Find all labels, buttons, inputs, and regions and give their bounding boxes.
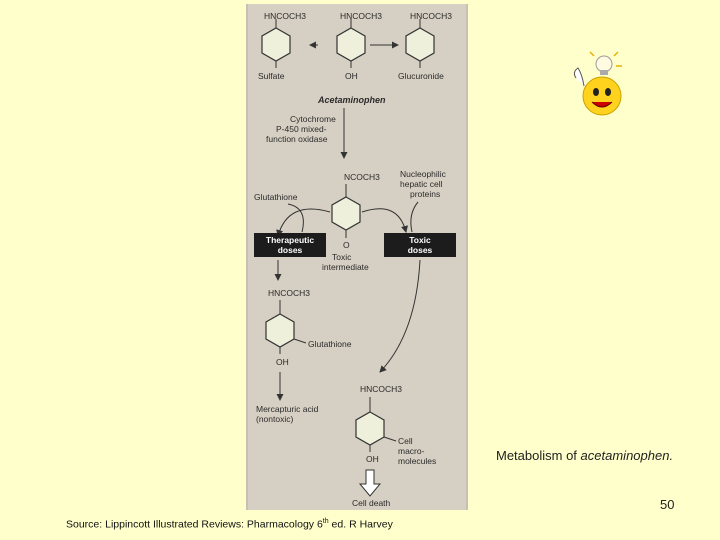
- arrow-to-cell-death: [358, 469, 382, 497]
- smiley-lightbulb-icon: [573, 51, 622, 116]
- cyp-line-3: function oxidase: [266, 134, 328, 144]
- toxic-1: Toxic: [409, 235, 431, 245]
- nucleophilic-3: proteins: [410, 189, 440, 199]
- therapeutic-1: Therapeutic: [266, 235, 314, 245]
- oxygen-label: O: [343, 240, 350, 250]
- cell-macro-3: molecules: [398, 456, 436, 466]
- toxic-2: doses: [408, 245, 433, 255]
- mercapturic-2: (nontoxic): [256, 414, 293, 424]
- source-sup: th: [322, 518, 329, 525]
- conj-top-label: HNCOCH3: [268, 288, 310, 298]
- glutathione-arrow: [287, 203, 304, 233]
- macro-oh-label: OH: [366, 454, 379, 464]
- ncoch3-label: NCOCH3: [344, 172, 380, 182]
- source-pre: Source: Lippincott Illustrated Reviews: …: [66, 518, 323, 531]
- cell-death-label: Cell death: [352, 498, 391, 508]
- toxic-int-2: intermediate: [322, 262, 369, 272]
- glucuronide-ring: [405, 19, 435, 68]
- nucleophilic-2: hepatic cell: [400, 179, 443, 189]
- therapeutic-box: [254, 233, 326, 257]
- figure-caption: Metabolism of acetaminophen.: [496, 448, 673, 463]
- top-label-2: HNCOCH3: [340, 11, 382, 21]
- cyp-line-1: Cytochrome: [290, 114, 336, 124]
- arrow-toxic: [361, 208, 408, 233]
- oh-label-top: OH: [345, 71, 358, 81]
- source-post: ed. R Harvey: [328, 518, 393, 531]
- metabolism-figure: HNCOCH3 HNCOCH3 HNCOCH3 Sulfate OH Glucu…: [246, 4, 468, 510]
- conj-glutathione-label: Glutathione: [308, 339, 352, 349]
- metabolism-diagram: HNCOCH3 HNCOCH3 HNCOCH3 Sulfate OH Glucu…: [254, 11, 456, 508]
- top-label-1: HNCOCH3: [264, 11, 306, 21]
- arrow-therapeutic: [276, 208, 331, 237]
- nucleophilic-1: Nucleophilic: [400, 169, 447, 179]
- page-number: 50: [660, 497, 675, 512]
- toxic-int-1: Toxic: [332, 252, 352, 262]
- acetaminophen-label: Acetaminophen: [317, 95, 386, 105]
- caption-italic: acetaminophen.: [580, 448, 674, 463]
- sulfate-label: Sulfate: [258, 71, 285, 81]
- glucuronide-label: Glucuronide: [398, 71, 444, 81]
- sulfate-ring: [261, 19, 291, 68]
- acetaminophen-ring: [336, 19, 366, 68]
- toxic-box: [384, 233, 456, 257]
- conj-oh-label: OH: [276, 357, 289, 367]
- top-label-3: HNCOCH3: [410, 11, 452, 21]
- caption-prefix: Metabolism of: [496, 448, 581, 463]
- nucleophilic-arrow: [410, 201, 419, 233]
- mercapturic-1: Mercapturic acid: [256, 404, 319, 414]
- macro-top-label: HNCOCH3: [360, 384, 402, 394]
- cell-macro-2: macro-: [398, 446, 425, 456]
- therapeutic-2: doses: [278, 245, 303, 255]
- cyp-line-2: P-450 mixed-: [276, 124, 327, 134]
- macromolecule-ring: [355, 397, 397, 452]
- source-citation: Source: Lippincott Illustrated Reviews: …: [66, 518, 393, 531]
- glutathione-in-label: Glutathione: [254, 192, 298, 202]
- arrow-to-macromolecule: [379, 259, 421, 373]
- cell-macro-1: Cell: [398, 436, 413, 446]
- conjugate-ring: [265, 300, 307, 354]
- napqi-ring: [331, 184, 361, 238]
